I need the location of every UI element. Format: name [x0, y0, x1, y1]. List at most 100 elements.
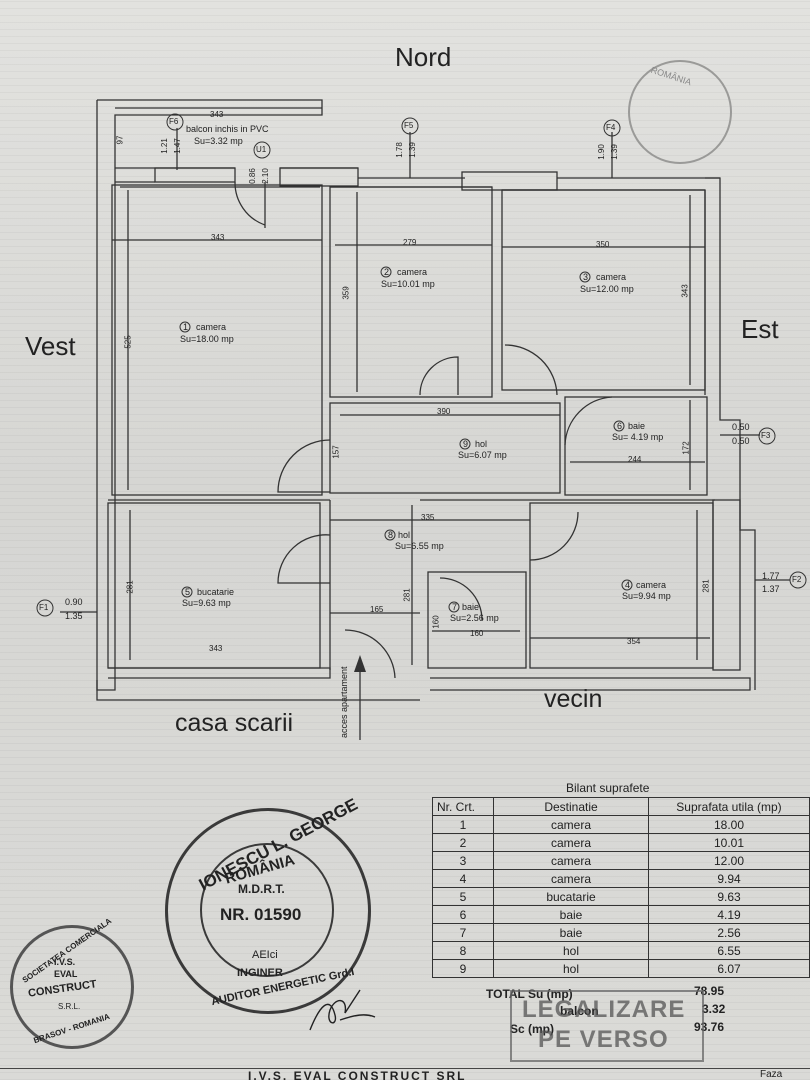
f2-width: 1.77 — [762, 571, 780, 581]
room-7-name: baie — [462, 602, 480, 612]
f2-height: 1.37 — [762, 584, 780, 594]
room-3-name: camera — [596, 272, 627, 282]
f4-width: 1.90 — [596, 144, 606, 160]
cell-destination: camera — [493, 833, 649, 852]
cell-destination: hol — [493, 959, 649, 978]
cell-nr: 3 — [432, 851, 494, 870]
legalizare-stamp: LEGALIZARE PE VERSO — [510, 990, 704, 1062]
cell-nr: 9 — [432, 959, 494, 978]
balcony-depth: 97 — [115, 135, 125, 145]
f5-width: 1.78 — [394, 142, 404, 158]
cell-nr: 1 — [432, 815, 494, 834]
room-7-width: 160 — [470, 629, 484, 638]
cell-nr: 6 — [432, 905, 494, 924]
room-1-name: camera — [196, 322, 227, 332]
cell-area: 10.01 — [648, 833, 810, 852]
engineer-stamp — [165, 808, 371, 1014]
tag-f5: F5 — [404, 121, 414, 130]
room-9-depth: 157 — [331, 445, 341, 459]
engineer-number: NR. 01590 — [220, 905, 302, 924]
col-area: Suprafata utila (mp) — [648, 797, 810, 816]
room-5-name: bucatarie — [197, 587, 235, 597]
room-2-length: 359 — [341, 286, 351, 300]
room-5-width: 343 — [209, 644, 223, 653]
room-2-width: 279 — [403, 238, 417, 247]
room-3-length: 343 — [680, 284, 690, 298]
cell-destination: baie — [493, 905, 649, 924]
room-4-width: 354 — [627, 637, 641, 646]
room-6-name: baie — [628, 421, 646, 431]
sc-label: Sc (mp) — [510, 1022, 555, 1036]
balcony-width: 343 — [210, 110, 224, 119]
room-5-no: 5 — [185, 587, 191, 597]
f1-width: 0.90 — [65, 597, 83, 607]
footer-company: I.V.S. EVAL CONSTRUCT SRL — [248, 1069, 467, 1080]
f4-height: 1.39 — [609, 144, 619, 160]
cell-nr: 8 — [432, 941, 494, 960]
legalizare-line-1: LEGALIZARE — [522, 996, 686, 1023]
room-7-length: 160 — [431, 615, 441, 629]
room-8-name: hol — [398, 530, 411, 540]
room-2-name: camera — [397, 267, 428, 277]
table-title: Bilant suprafete — [566, 781, 650, 795]
col-nr: Nr. Crt. — [432, 797, 494, 816]
room-6-no: 6 — [617, 421, 623, 431]
tag-f6: F6 — [169, 117, 179, 126]
footer-bar: I.V.S. EVAL CONSTRUCT SRL Faza — [0, 1068, 810, 1080]
f3-width: 0.50 — [732, 422, 750, 432]
room-4-area: Su=9.94 mp — [622, 591, 671, 601]
f1-height: 1.35 — [65, 611, 83, 621]
balcony-total-label: balcon — [560, 1004, 599, 1018]
corner-stamp — [628, 60, 732, 164]
room-4-name: camera — [636, 580, 667, 590]
west-label: Vest — [25, 331, 76, 361]
room-9-no: 9 — [463, 439, 469, 449]
room-9-name: hol — [475, 439, 488, 449]
room-3-no: 3 — [583, 272, 589, 282]
cell-area: 18.00 — [648, 815, 810, 834]
engineer-stamp-inner — [200, 843, 334, 977]
cell-destination: baie — [493, 923, 649, 942]
room-7-area: Su=2.56 mp — [450, 613, 499, 623]
u1-height: 2.10 — [260, 168, 270, 184]
tag-u1: U1 — [256, 145, 267, 154]
cell-destination: hol — [493, 941, 649, 960]
room-5-area: Su=9.63 mp — [182, 598, 231, 608]
cell-destination: bucatarie — [493, 887, 649, 906]
room-8-area: Su=6.55 mp — [395, 541, 444, 551]
col-destination: Destinatie — [493, 797, 649, 816]
cell-area: 12.00 — [648, 851, 810, 870]
room-5-length: 281 — [125, 580, 135, 594]
company-stamp-line-4: S.R.L. — [58, 1002, 81, 1011]
cell-area: 9.94 — [648, 869, 810, 888]
tag-f1: F1 — [39, 603, 49, 612]
legalizare-line-2: PE VERSO — [538, 1026, 669, 1053]
cell-destination: camera — [493, 815, 649, 834]
room-6-length: 172 — [681, 441, 691, 455]
area-balance-table: Nr. Crt. Destinatie Suprafata utila (mp)… — [432, 797, 810, 978]
room-7-no: 7 — [452, 602, 458, 612]
table-header-row: Nr. Crt. Destinatie Suprafata utila (mp) — [432, 797, 810, 816]
room-6-area: Su= 4.19 mp — [612, 432, 664, 442]
company-stamp-line-1: I.V.S. — [54, 957, 76, 967]
cell-area: 6.55 — [648, 941, 810, 960]
room-8-length: 281 — [402, 588, 412, 602]
room-8-corridor-width: 165 — [370, 605, 384, 614]
tag-f2: F2 — [792, 575, 802, 584]
neighbor-label: vecin — [544, 685, 603, 713]
cell-nr: 7 — [432, 923, 494, 942]
sc-value: 93.76 — [694, 1020, 725, 1034]
company-stamp — [10, 925, 134, 1049]
f5-height: 1.39 — [407, 142, 417, 158]
east-label: Est — [741, 314, 779, 344]
total-su-value: 78.95 — [694, 984, 725, 998]
company-stamp-line-2: EVAL — [54, 969, 78, 979]
cell-nr: 2 — [432, 833, 494, 852]
